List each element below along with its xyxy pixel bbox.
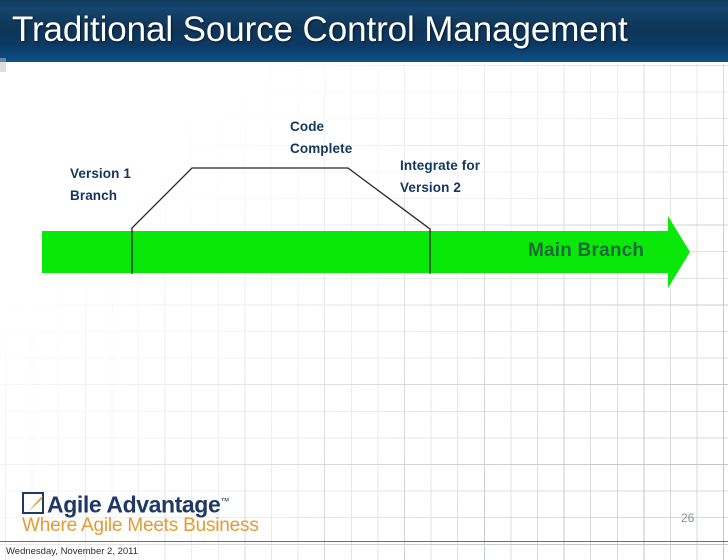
label-code-complete: Code Complete bbox=[290, 119, 353, 156]
logo-name-text: Agile Advantage bbox=[47, 491, 221, 518]
background-grid-fine bbox=[0, 62, 728, 560]
background-grid-coarse bbox=[0, 62, 728, 560]
label-main-branch: Main Branch bbox=[528, 240, 645, 261]
label-integrate-for-version-2: Integrate for Version 2 bbox=[400, 158, 481, 195]
title-underline bbox=[0, 62, 728, 64]
page-title: Traditional Source Control Management bbox=[12, 10, 628, 49]
company-logo: Agile Advantage™ Where Agile Meets Busin… bbox=[22, 489, 259, 539]
version-branch-line bbox=[131, 167, 431, 274]
title-left-edge-mark bbox=[0, 58, 6, 72]
logo-wordmark-row: Agile Advantage™ bbox=[22, 489, 229, 517]
logo-tagline: Where Agile Meets Business bbox=[22, 515, 259, 536]
footer-date: Wednesday, November 2, 2011 bbox=[6, 546, 139, 557]
footer-divider bbox=[0, 541, 728, 542]
logo-trademark: ™ bbox=[220, 496, 229, 506]
label-version-1-branch: Version 1 Branch bbox=[70, 166, 131, 203]
checkmark-box-icon bbox=[22, 491, 44, 514]
logo-name: Agile Advantage™ bbox=[47, 489, 229, 517]
page-number: 26 bbox=[681, 511, 695, 525]
title-bar: Traditional Source Control Management bbox=[0, 0, 728, 62]
